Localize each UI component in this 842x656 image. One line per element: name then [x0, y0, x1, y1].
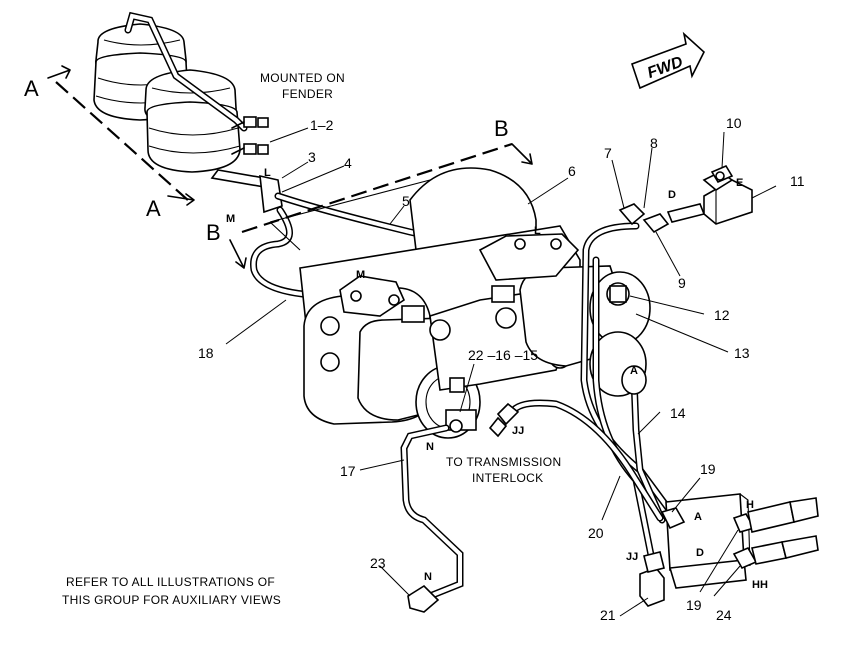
- section-mark-a-bottom: A: [146, 196, 161, 221]
- note-interlock: INTERLOCK: [472, 471, 543, 485]
- distribution-block: [665, 493, 751, 589]
- callout-n-end: N: [424, 571, 432, 583]
- fitting-8: [618, 203, 646, 226]
- callout-l-top: L: [264, 167, 271, 179]
- chamber-fitting-a: [621, 365, 647, 395]
- part-number-4: 4: [344, 155, 352, 171]
- part-number-6: 6: [568, 163, 576, 179]
- part-number-5: 5: [402, 193, 410, 209]
- callout-l-right: L: [534, 225, 541, 237]
- callout-m-mid: M: [356, 269, 365, 281]
- fwd-arrow-icon: FWD: [630, 31, 705, 90]
- fitting-23: [407, 584, 440, 613]
- note-refer-line-2: THIS GROUP FOR AUXILIARY VIEWS: [62, 593, 281, 607]
- block-fittings-19: [660, 507, 756, 533]
- callout-h-port: H: [746, 499, 754, 511]
- part-number-24: 24: [716, 607, 732, 623]
- part-number-19-bottom: 19: [686, 597, 702, 613]
- section-mark-a-left: A: [24, 76, 39, 101]
- part-number-10: 10: [726, 115, 742, 131]
- section-mark-b-left-sup: M: [226, 213, 235, 225]
- valve-fitting-10: [710, 164, 734, 184]
- brake-mount-brackets: [339, 233, 580, 323]
- part-number-11: 11: [790, 173, 805, 189]
- part-number-17: 17: [340, 463, 356, 479]
- section-a-cut-line: [47, 65, 195, 206]
- section-mark-b-top: B: [494, 116, 509, 141]
- valve-11: [702, 171, 753, 225]
- part-number-3: 3: [308, 149, 316, 165]
- leader-lines: [225, 127, 777, 617]
- part-number-13: 13: [734, 345, 750, 361]
- callout-d-valve: D: [668, 189, 676, 201]
- tube-17: [400, 424, 464, 600]
- tube-to-interlock: [488, 399, 664, 522]
- callout-d-block: D: [696, 547, 704, 559]
- callout-hh-port: HH: [752, 579, 768, 591]
- part-number-19-top: 19: [700, 461, 716, 477]
- note-mounted-on: MOUNTED ON: [260, 71, 345, 85]
- tube-14: [630, 374, 666, 524]
- callout-a-chamber: A: [630, 365, 638, 377]
- reservoir-mounting-bolts: [231, 116, 269, 155]
- hose-18: [250, 206, 356, 300]
- part-number-9: 9: [678, 275, 686, 291]
- fitting-9: [642, 203, 706, 234]
- callout-jj-bottom: JJ: [626, 551, 638, 563]
- elbow-21: [639, 551, 665, 607]
- part-number-14: 14: [670, 405, 686, 421]
- hose-h: [747, 497, 819, 533]
- part-number-7: 7: [604, 145, 612, 161]
- part-number-1-2: 1–2: [310, 117, 334, 133]
- note-fender: FENDER: [282, 87, 333, 101]
- part-number-21: 21: [600, 607, 616, 623]
- part-number-20: 20: [588, 525, 604, 541]
- part-number-8: 8: [650, 135, 658, 151]
- callout-n-tube: N: [426, 441, 434, 453]
- part-number-22-16-15: 22 –16 –15: [468, 347, 538, 363]
- fender-reservoir-front: [144, 69, 241, 173]
- note-refer-line-1: REFER TO ALL ILLUSTRATIONS OF: [66, 575, 275, 589]
- hose-3: [210, 169, 283, 214]
- callout-e-valve: E: [736, 177, 743, 189]
- hose-hh: [751, 535, 819, 565]
- part-number-23: 23: [370, 555, 386, 571]
- callout-jj-top: JJ: [512, 425, 524, 437]
- section-mark-b-left: B: [206, 220, 221, 245]
- callout-a-block: A: [694, 511, 702, 523]
- part-number-12: 12: [714, 307, 730, 323]
- reservoir-vent-tube: [124, 11, 248, 132]
- note-to-transmission: TO TRANSMISSION: [446, 455, 561, 469]
- part-number-18: 18: [198, 345, 214, 361]
